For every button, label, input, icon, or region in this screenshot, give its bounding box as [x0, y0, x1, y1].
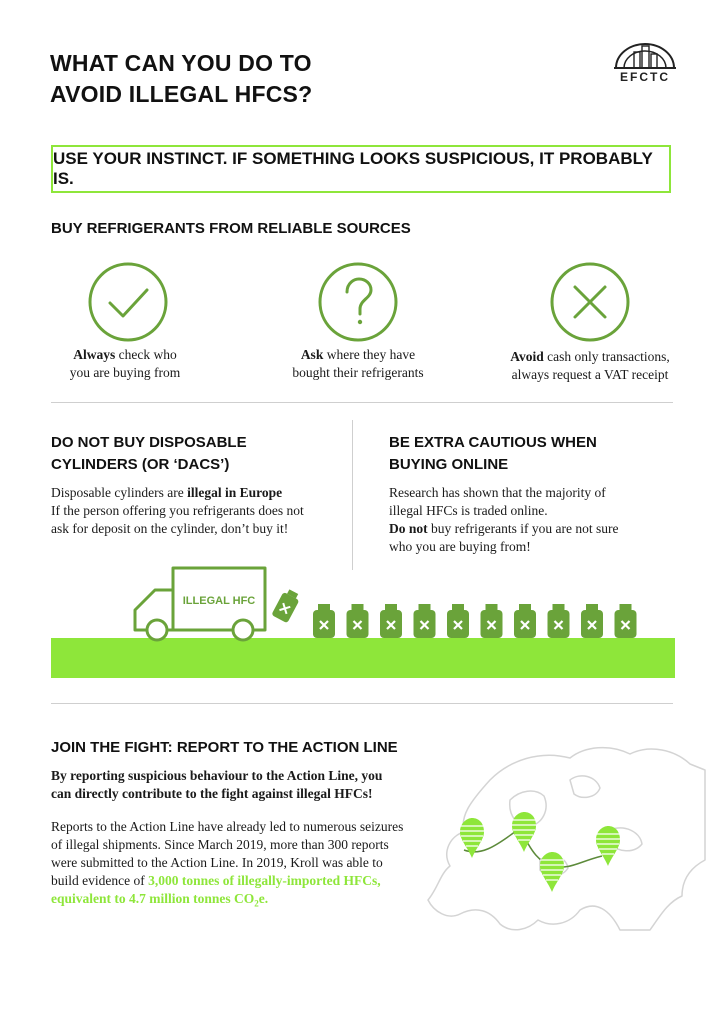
truck-scene: ILLEGAL HFC	[51, 566, 675, 678]
caption-always-line2: you are buying from	[69, 365, 181, 380]
join-body-line3: were submitted to the Action Line. In 20…	[51, 855, 383, 870]
truck-icon	[133, 566, 267, 642]
join-body: Reports to the Action Line have already …	[51, 818, 431, 913]
disposable-p1: Disposable cylinders are	[51, 485, 188, 500]
green-ground-band	[51, 638, 675, 678]
disposable-text: Disposable cylinders are illegal in Euro…	[51, 484, 346, 538]
map-pin-icon	[460, 818, 484, 858]
join-lead-line2: can directly contribute to the fight aga…	[51, 786, 373, 801]
cylinder-icon	[514, 604, 536, 638]
disposable-p1-bold: illegal in Europe	[187, 485, 283, 500]
truck-illustration: ILLEGAL HFC	[51, 560, 675, 680]
check-icon	[88, 262, 168, 342]
online-p3-bold: Do not	[389, 521, 428, 536]
online-p2: illegal HFCs is traded online.	[389, 503, 548, 518]
europe-map-icon	[427, 746, 706, 931]
join-body-line1: Reports to the Action Line have already …	[51, 819, 404, 834]
check-circle	[80, 254, 176, 355]
caption-avoid: Avoid cash only transactions, always req…	[488, 348, 692, 384]
question-circle	[310, 254, 406, 355]
title-line-2: AVOID ILLEGAL HFCS?	[50, 81, 313, 107]
online-heading-line1: BE EXTRA CAUTIOUS WHEN	[389, 434, 597, 451]
online-p3: buy refrigerants if you are not sure	[427, 521, 619, 536]
question-icon	[318, 262, 398, 342]
disposable-p3: ask for deposit on the cylinder, don’t b…	[51, 521, 289, 536]
title-line-1: WHAT CAN YOU DO TO	[50, 50, 312, 76]
join-lead: By reporting suspicious behaviour to the…	[51, 767, 431, 803]
online-heading: BE EXTRA CAUTIOUS WHEN BUYING ONLINE	[389, 432, 597, 476]
online-p1: Research has shown that the majority of	[389, 485, 606, 500]
disposable-p2: If the person offering you refrigerants …	[51, 503, 304, 518]
caption-always-rest: check who	[115, 347, 177, 362]
cylinder-icon	[447, 604, 469, 638]
join-body-highlight-1: 3,000 tonnes of illegally-imported HFCs,	[148, 873, 381, 888]
cylinder-icon	[313, 604, 335, 638]
join-body-line4: build evidence of	[51, 873, 149, 888]
tipped-cylinder-icon	[272, 589, 299, 623]
join-body-line2: of illegal shipments. Since March 2019, …	[51, 837, 389, 852]
map-pin-icon	[540, 852, 564, 892]
join-body-highlight-2: equivalent to 4.7 million tonnes CO	[51, 891, 255, 906]
cross-circle	[542, 254, 638, 355]
logo-skyline-icon	[614, 43, 676, 69]
disposable-heading: DO NOT BUY DISPOSABLE CYLINDERS (OR ‘DAC…	[51, 432, 247, 476]
cylinder-icon	[480, 604, 503, 638]
divider-2	[51, 703, 673, 704]
caption-avoid-line2: always request a VAT receipt	[511, 367, 669, 382]
cylinder-icon	[380, 604, 402, 638]
sources-heading: BUY REFRIGERANTS FROM RELIABLE SOURCES	[51, 220, 411, 237]
instinct-callout: USE YOUR INSTINCT. IF SOMETHING LOOKS SU…	[51, 145, 671, 193]
caption-ask: Ask where they have bought their refrige…	[258, 346, 458, 382]
cylinder-icon	[346, 604, 369, 638]
disposable-heading-line1: DO NOT BUY DISPOSABLE	[51, 434, 247, 451]
truck-label: ILLEGAL HFC	[183, 595, 256, 607]
divider-1	[51, 402, 673, 403]
caption-always-bold: Always	[73, 347, 116, 362]
logo-text: EFCTC	[620, 70, 670, 84]
caption-avoid-bold: Avoid	[510, 349, 544, 364]
disposable-heading-line2: CYLINDERS (OR ‘DACS’)	[51, 456, 230, 473]
callout-text: USE YOUR INSTINCT. IF SOMETHING LOOKS SU…	[53, 149, 653, 188]
map-pin-icon	[512, 812, 536, 852]
cylinder-icon	[581, 604, 603, 638]
cylinder-icon	[413, 604, 436, 638]
co2-subscript: 2	[254, 898, 259, 909]
join-heading: JOIN THE FIGHT: REPORT TO THE ACTION LIN…	[51, 739, 398, 756]
page-title: WHAT CAN YOU DO TO AVOID ILLEGAL HFCS?	[50, 48, 470, 110]
caption-ask-line2: bought their refrigerants	[292, 365, 424, 380]
europe-map	[420, 740, 710, 940]
online-text: Research has shown that the majority of …	[389, 484, 689, 556]
cylinder-icon	[547, 604, 570, 638]
join-body-highlight-end: e.	[258, 891, 269, 906]
efctc-logo: EFCTC	[612, 40, 678, 86]
join-lead-line1: By reporting suspicious behaviour to the…	[51, 768, 383, 783]
caption-avoid-rest: cash only transactions,	[543, 349, 670, 364]
online-heading-line2: BUYING ONLINE	[389, 456, 509, 473]
column-divider	[352, 420, 353, 570]
online-p4: who you are buying from!	[389, 539, 531, 554]
caption-ask-bold: Ask	[300, 347, 324, 362]
caption-ask-rest: where they have	[323, 347, 416, 362]
caption-always: Always check who you are buying from	[25, 346, 225, 382]
cylinder-icon	[614, 604, 637, 638]
map-pin-icon	[596, 826, 620, 866]
cross-icon	[550, 262, 630, 342]
